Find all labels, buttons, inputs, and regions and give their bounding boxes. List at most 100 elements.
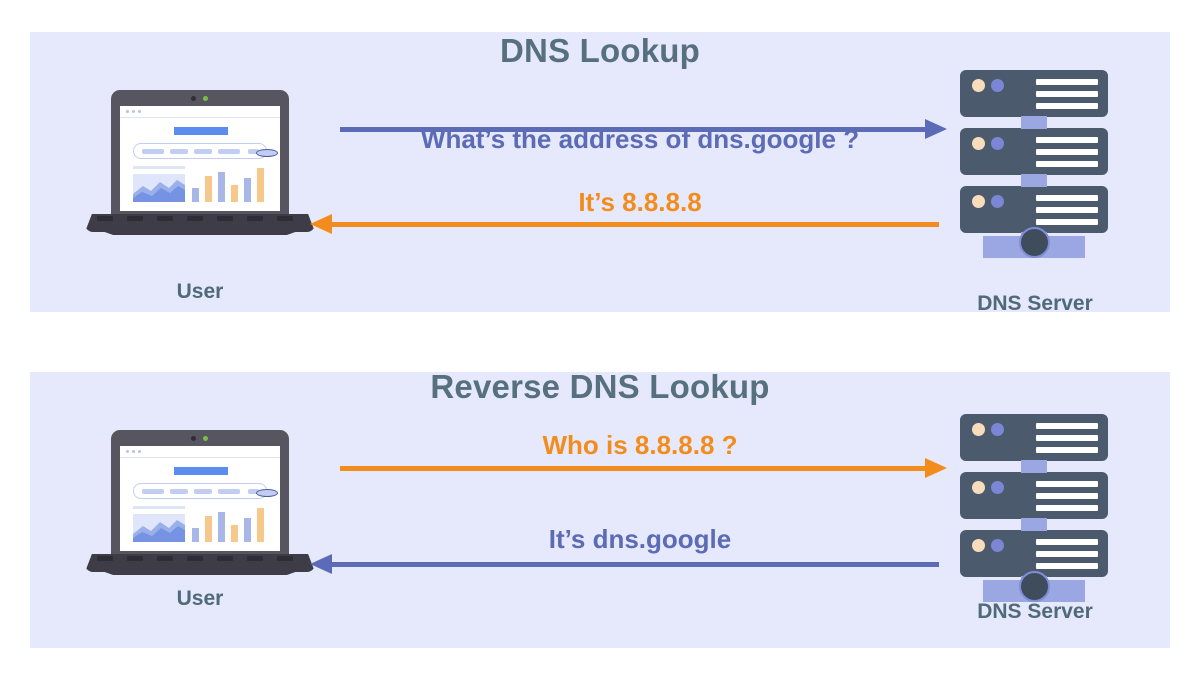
server-slot: [1036, 161, 1098, 167]
chart-bar: [192, 188, 199, 202]
panel-title-reverse-dns-lookup: Reverse DNS Lookup: [430, 368, 770, 406]
chart-bar: [192, 528, 199, 542]
bar-chart-thumbnail: [192, 508, 268, 542]
status-led-icon: [203, 436, 208, 441]
area-chart-thumbnail: [133, 174, 185, 202]
chart-bar: [218, 512, 225, 542]
server-slot: [1036, 493, 1098, 499]
laptop-screen: [120, 446, 280, 551]
reverse-dns-lookup-panel: Reverse DNS Lookup: [30, 368, 1170, 648]
server-slot: [1036, 551, 1098, 557]
bar-chart-thumbnail: [192, 168, 268, 202]
server-base-knob-icon: [1019, 571, 1050, 602]
window-dot-icon: [138, 110, 141, 113]
laptop-lid: [111, 90, 289, 218]
laptop-keyboard: [97, 556, 303, 561]
rack-connector: [1021, 116, 1047, 129]
laptop-base: [85, 554, 315, 572]
search-bar-graphic: [133, 483, 278, 499]
server-slot: [1036, 435, 1098, 441]
laptop-lid: [111, 430, 289, 558]
area-chart-thumbnail: [133, 514, 185, 542]
server-slot: [1036, 79, 1098, 85]
search-icon: [248, 489, 278, 497]
server-led-purple-icon: [991, 423, 1004, 436]
server-rack-unit: [960, 186, 1108, 233]
server-led-beige-icon: [972, 79, 985, 92]
user-label: User: [176, 280, 224, 303]
server-slot: [1036, 481, 1098, 487]
server-led-purple-icon: [991, 481, 1004, 494]
server-rack-unit: [960, 414, 1108, 461]
search-icon: [248, 149, 278, 157]
window-dot-icon: [132, 450, 135, 453]
chart-bar: [205, 176, 212, 202]
chart-bar: [244, 178, 251, 202]
laptop-front-edge: [99, 230, 301, 235]
search-text-placeholder-bar: [218, 149, 240, 154]
content-rule: [133, 506, 185, 509]
window-dot-icon: [126, 110, 129, 113]
rack-connector: [1021, 174, 1047, 187]
browser-titlebar: [120, 446, 280, 458]
chart-bar: [244, 518, 251, 542]
laptop-base: [85, 214, 315, 232]
server-led-purple-icon: [991, 539, 1004, 552]
server-slot: [1036, 103, 1098, 109]
server-slot: [1036, 219, 1098, 225]
server-slot: [1036, 505, 1098, 511]
rack-connector: [1021, 518, 1047, 531]
server-led-purple-icon: [991, 195, 1004, 208]
dns-server-illustration: [950, 414, 1120, 602]
search-text-placeholder-bar: [142, 489, 164, 494]
search-text-placeholder-bar: [142, 149, 164, 154]
window-dot-icon: [138, 450, 141, 453]
window-dot-icon: [126, 450, 129, 453]
laptop-screen: [120, 106, 280, 211]
server-led-purple-icon: [991, 79, 1004, 92]
response-message-label: It’s dns.google: [548, 524, 732, 554]
server-rack-unit: [960, 128, 1108, 175]
server-slot: [1036, 195, 1098, 201]
chart-bar: [205, 516, 212, 542]
camera-dot-icon: [191, 436, 196, 441]
dns-server-label: DNS Server: [977, 292, 1093, 315]
page-headline-bar: [174, 467, 228, 475]
dns-server-illustration: [950, 70, 1120, 258]
server-slot: [1036, 563, 1098, 569]
server-rack-unit: [960, 530, 1108, 577]
server-led-purple-icon: [991, 137, 1004, 150]
server-led-beige-icon: [972, 195, 985, 208]
window-dot-icon: [132, 110, 135, 113]
server-base-knob-icon: [1019, 227, 1050, 258]
server-slot: [1036, 137, 1098, 143]
server-slot: [1036, 207, 1098, 213]
laptop-keyboard: [97, 216, 303, 221]
server-slot: [1036, 149, 1098, 155]
user-laptop-illustration: [85, 90, 315, 250]
browser-titlebar: [120, 106, 280, 118]
dns-lookup-panel: DNS Lookup: [30, 32, 1170, 315]
server-led-beige-icon: [972, 137, 985, 150]
chart-bar: [257, 508, 264, 542]
search-text-placeholder-bar: [194, 149, 212, 154]
user-label: User: [176, 587, 224, 610]
server-rack-unit: [960, 70, 1108, 117]
status-led-icon: [203, 96, 208, 101]
laptop-front-edge: [99, 570, 301, 575]
chart-bar: [231, 185, 238, 202]
search-bar-graphic: [133, 143, 278, 159]
search-text-placeholder-bar: [170, 489, 188, 494]
panel-title-dns-lookup: DNS Lookup: [500, 32, 700, 70]
page-headline-bar: [174, 127, 228, 135]
search-text-placeholder-bar: [194, 489, 212, 494]
server-slot: [1036, 539, 1098, 545]
rack-connector: [1021, 460, 1047, 473]
server-slot: [1036, 91, 1098, 97]
content-rule: [133, 166, 185, 169]
server-rack-unit: [960, 472, 1108, 519]
chart-bar: [218, 172, 225, 202]
server-slot: [1036, 447, 1098, 453]
server-led-beige-icon: [972, 539, 985, 552]
server-slot: [1036, 423, 1098, 429]
